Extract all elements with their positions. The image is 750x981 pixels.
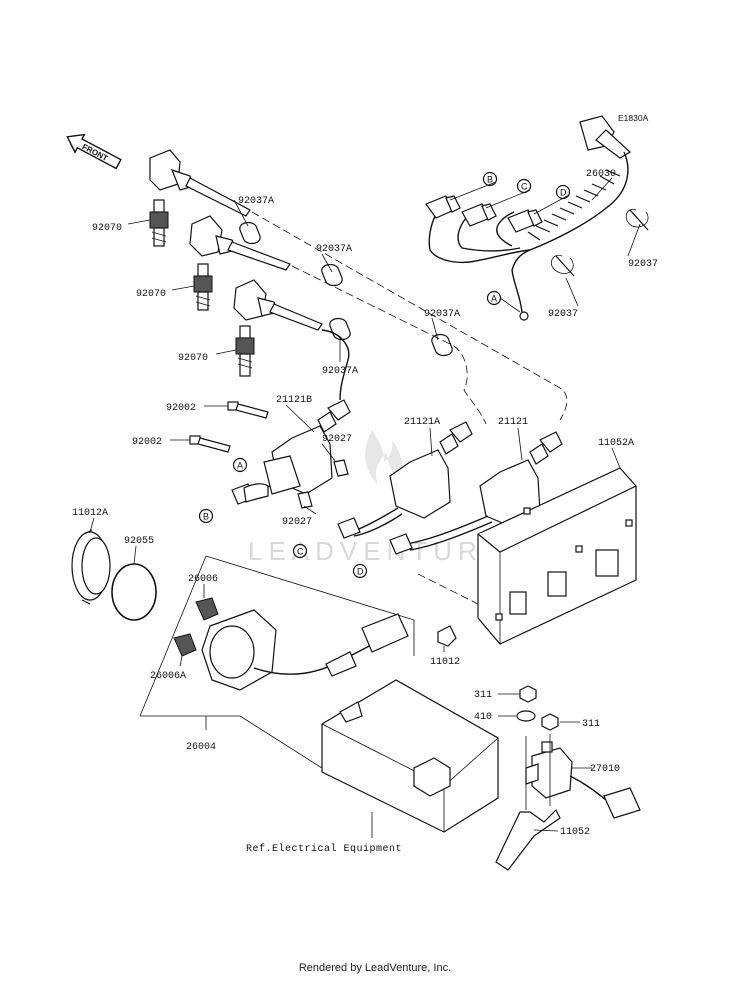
bolt-92002-2: [189, 435, 231, 453]
label-92037a-4: 92037A: [322, 366, 358, 377]
label-26004: 26004: [186, 742, 216, 753]
label-21121: 21121: [498, 417, 528, 428]
collar-92027-1: [333, 459, 349, 477]
label-92037a-3: 92037A: [424, 309, 460, 320]
spark-plug-3: [235, 325, 255, 377]
marker-c-mid: C: [292, 543, 308, 559]
marker-b-mid: B: [198, 508, 214, 524]
collar-92027-2: [297, 491, 313, 509]
washer-410: [516, 710, 536, 722]
label-311-top: 311: [474, 690, 492, 701]
pickup-coil-26004: [201, 609, 409, 691]
label-11052a: 11052A: [598, 438, 634, 449]
clamp-92037-left: [550, 254, 575, 277]
clamp-92037a-1: [239, 221, 261, 245]
nut-311-top: [519, 685, 537, 703]
group-26004-to-box: [239, 715, 323, 769]
svg-text:B: B: [487, 175, 493, 185]
label-92070-1: 92070: [92, 223, 122, 234]
svg-text:A: A: [237, 461, 243, 471]
cap-11012a: [71, 529, 111, 605]
label-92037a-1: 92037A: [238, 196, 274, 207]
label-92027-1: 92027: [322, 434, 352, 445]
marker-a-mid: A: [232, 457, 248, 473]
label-410: 410: [474, 712, 492, 723]
leader-lines: [89, 177, 641, 838]
route-line-bracket: [417, 573, 479, 605]
marker-b-top: B: [482, 171, 498, 187]
label-92055: 92055: [124, 536, 154, 547]
plug-cap-1: [149, 149, 251, 217]
svg-text:C: C: [297, 547, 304, 557]
label-11012: 11012: [430, 657, 460, 668]
connector-26006a: [173, 633, 197, 657]
o-ring-92055: [111, 563, 157, 621]
label-92070-2: 92070: [136, 289, 166, 300]
ignition-coil-21121a: [337, 421, 473, 539]
label-92037a-2: 92037A: [316, 244, 352, 255]
group-26004-bracket: [139, 555, 415, 717]
front-arrow-icon: FRONT: [66, 133, 122, 170]
marker-a-top: A: [486, 290, 502, 306]
marker-d-top: D: [555, 184, 571, 200]
label-26006a: 26006A: [150, 671, 186, 682]
label-21121b: 21121B: [276, 395, 312, 406]
reference-note: Ref.Electrical Equipment: [246, 843, 402, 855]
relay-bracket-11052: [495, 734, 561, 871]
route-line-1: [251, 211, 568, 421]
svg-text:C: C: [521, 182, 528, 192]
spark-plug-1: [149, 199, 169, 247]
label-92002-1: 92002: [166, 403, 196, 414]
label-21121a: 21121A: [404, 417, 440, 428]
svg-text:A: A: [491, 294, 497, 304]
label-26006: 26006: [188, 574, 218, 585]
wiring-harness-26030: [425, 115, 631, 321]
watermark-logo: [365, 430, 403, 492]
marker-d-mid: D: [352, 563, 368, 579]
label-11012a: 11012A: [72, 508, 108, 519]
hv-lead-3: [321, 329, 350, 401]
plug-cap-2: [189, 215, 291, 271]
plug-cap-3: [233, 279, 323, 331]
starter-relay-27010: [525, 741, 641, 819]
spark-plug-2: [193, 263, 213, 311]
label-92002-2: 92002: [132, 437, 162, 448]
svg-text:D: D: [560, 188, 567, 198]
label-26030: 26030: [586, 169, 616, 180]
ignition-coil-21121b: [231, 399, 351, 505]
bracket-11052a: [477, 467, 637, 645]
label-311-right: 311: [582, 719, 600, 730]
label-92027-2: 92027: [282, 517, 312, 528]
nut-311-right: [541, 713, 559, 731]
label-27010: 27010: [590, 764, 620, 775]
footer-credit: Rendered by LeadVenture, Inc.: [298, 962, 452, 974]
diagram-code: E1830A: [618, 113, 649, 123]
watermark-text: LEADVENTURE: [248, 536, 506, 566]
svg-text:D: D: [357, 567, 364, 577]
label-92037-right: 92037: [628, 259, 658, 270]
control-box: [321, 679, 499, 833]
label-11052: 11052: [560, 827, 590, 838]
bolt-92002-1: [227, 401, 269, 419]
label-92070-3: 92070: [178, 353, 208, 364]
route-line-2: [291, 265, 487, 425]
clamp-92037-right: [625, 208, 649, 231]
svg-text:B: B: [203, 512, 209, 522]
connector-26006: [195, 597, 219, 621]
clamp-92037a-4: [431, 333, 453, 357]
label-92037-left: 92037: [548, 309, 578, 320]
grommet-11012: [437, 625, 457, 647]
